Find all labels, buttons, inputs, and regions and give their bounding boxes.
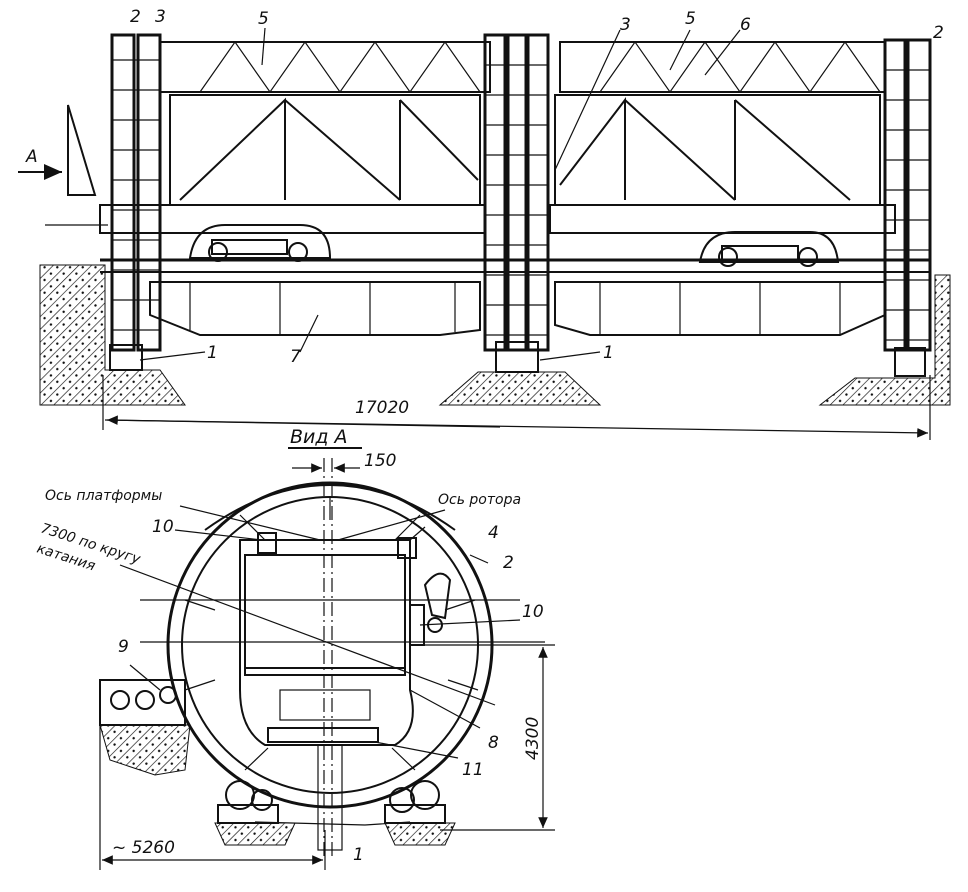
- lower-clamp-beam: [267, 727, 379, 743]
- cradle-frame-left: [169, 94, 481, 206]
- wagon-body: [244, 554, 406, 676]
- callout-brace: 6: [740, 15, 751, 35]
- roller-foundation-right: [384, 822, 456, 846]
- cradle-bracing: [179, 97, 851, 201]
- callout-leaders-section: [129, 505, 521, 826]
- stop-upper-right: [397, 537, 417, 559]
- rotor-ring-left: [110, 33, 162, 352]
- stop-left: [257, 532, 277, 554]
- callout-truss-left: 5: [258, 9, 269, 29]
- support-roller-mid: [495, 341, 539, 373]
- width-dim: ~ 5260: [112, 838, 175, 858]
- callout-leaders-top: [139, 27, 741, 361]
- rotor-ring-middle: [483, 33, 550, 352]
- roller-foundation-left: [214, 822, 296, 846]
- support-column: [317, 744, 343, 851]
- bogie-left: [188, 224, 332, 262]
- callout-stop-beam: 8: [488, 733, 499, 753]
- approach-plate: [67, 104, 97, 196]
- callout-drive-left: 3: [155, 7, 166, 27]
- section-view-a: Вид А 150: [35, 426, 555, 870]
- section-title: Вид А: [290, 426, 348, 448]
- callout-rollers: 1: [353, 845, 364, 865]
- bogie-section: [279, 689, 371, 721]
- support-roller-section-right: [384, 780, 446, 824]
- callout-clamp: 4: [488, 523, 499, 543]
- rotor-axis-label: Ось ротора: [438, 492, 521, 508]
- platform-posts: [189, 282, 841, 335]
- callout-ring: 2: [503, 553, 514, 573]
- view-arrow-label: А: [25, 147, 38, 167]
- clamp-cylinder: [423, 572, 452, 620]
- rolling-circle-diameter: [119, 564, 496, 706]
- callout-stop-left: 10: [152, 517, 174, 537]
- support-roller-right: [894, 347, 926, 377]
- callout-drive-unit: 9: [118, 637, 129, 657]
- ring-spokes: [184, 497, 479, 771]
- truss-diagonals: [199, 40, 881, 94]
- foundation-left: [39, 264, 186, 406]
- side-elevation-view: А: [18, 7, 951, 440]
- wagon-deck-right: [549, 204, 896, 234]
- cradle: [239, 539, 414, 746]
- callout-drive-mid: 3: [620, 15, 631, 35]
- rotor-ring-right: [883, 38, 932, 352]
- support-roller-section-left: [217, 780, 279, 824]
- top-truss-left: [159, 41, 491, 93]
- drive-foundation: [99, 724, 191, 776]
- offset-dim: 150: [364, 451, 396, 471]
- height-dim: 4300: [523, 717, 543, 760]
- overall-length: 17020: [355, 398, 409, 418]
- foundation-right: [818, 274, 951, 406]
- callout-support-left: 1: [207, 343, 218, 363]
- callout-ring-right: 2: [933, 23, 944, 43]
- support-roller-left: [109, 344, 143, 371]
- upper-shield: [204, 484, 456, 531]
- callout-platform: 7: [290, 347, 301, 367]
- wagon-deck-left: [99, 204, 486, 234]
- foundation-mid: [438, 371, 602, 406]
- callout-ring-left: 2: [130, 7, 141, 27]
- overall-dimension-line-left: [106, 415, 501, 428]
- callout-truss-right: 5: [685, 9, 696, 29]
- lower-platform-left: [149, 281, 481, 336]
- callout-support-mid: 1: [603, 343, 614, 363]
- callout-stop-right: 10: [522, 602, 544, 622]
- cradle-frame-right: [554, 94, 881, 206]
- platform-axis-label: Ось платформы: [45, 488, 162, 504]
- callout-lower-clamp: 11: [462, 760, 484, 780]
- lower-platform-right: [554, 281, 886, 336]
